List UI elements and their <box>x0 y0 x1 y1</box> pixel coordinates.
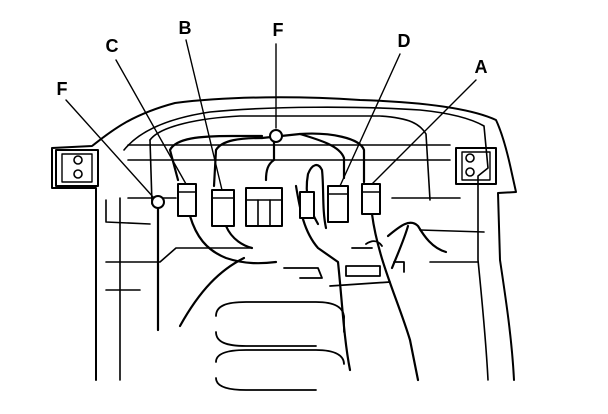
harness-clips <box>283 240 405 287</box>
connector-small <box>299 191 315 219</box>
connector-c <box>177 183 197 217</box>
cushion-springs <box>215 301 345 391</box>
callout-f-left: F <box>56 79 68 99</box>
callout-d: D <box>397 31 411 51</box>
clip-point-f-top <box>269 129 283 143</box>
connector-d <box>327 185 349 223</box>
callout-c: C <box>105 36 119 56</box>
callout-a: A <box>474 57 488 77</box>
callout-f-top: F <box>272 20 284 40</box>
wire-harness <box>156 132 448 382</box>
right-mounting-bracket <box>455 147 497 185</box>
seat-frame-outline <box>51 96 517 381</box>
clip-point-f-left <box>151 195 165 209</box>
frame-crossbars <box>105 115 485 291</box>
seat-frame-inner-outline <box>119 106 489 381</box>
connector-center <box>245 187 283 227</box>
left-mounting-bracket <box>55 149 99 187</box>
connector-a <box>361 183 381 215</box>
connector-b <box>211 189 235 227</box>
callout-b: B <box>178 18 192 38</box>
leader-lines <box>65 39 477 199</box>
